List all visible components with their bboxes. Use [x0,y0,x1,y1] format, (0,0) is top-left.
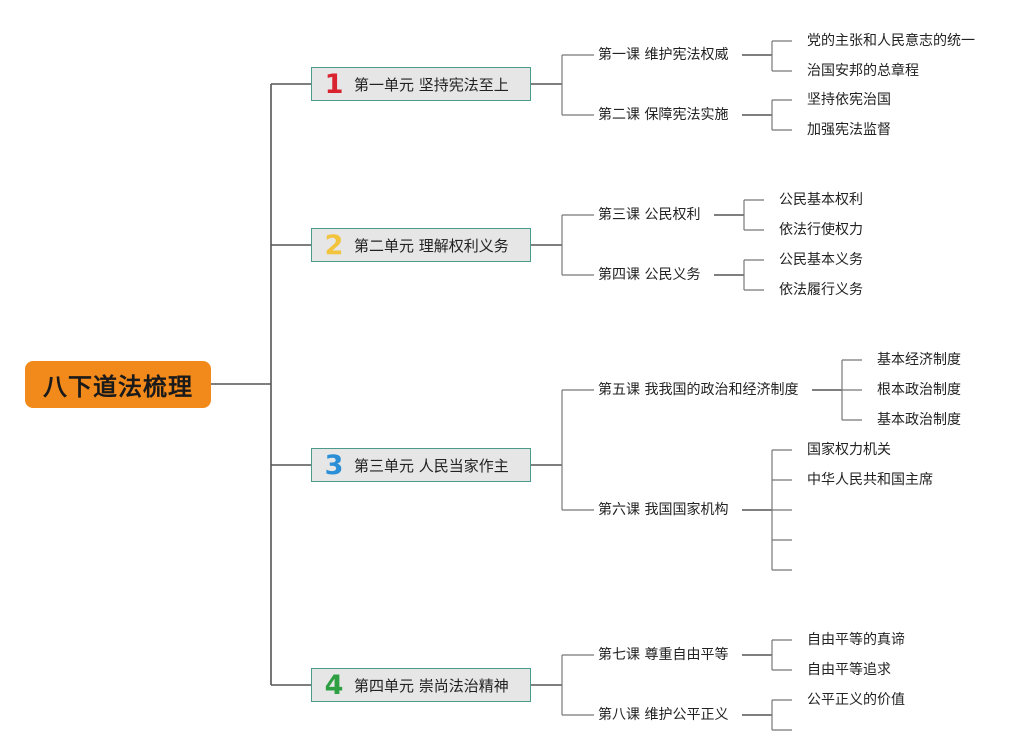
number-2-icon: 2 [324,229,344,261]
root-topic[interactable]: 八下道法梳理 [25,361,211,408]
lesson-7-node[interactable]: 第七课 尊重自由平等 [598,647,729,663]
point-node[interactable]: 依法履行义务 [779,282,863,298]
unit-2-node[interactable]: 2 第二单元 理解权利义务 [311,228,531,262]
point-node[interactable]: 依法行使权力 [779,222,863,238]
unit-1-label: 第一单元 坚持宪法至上 [354,75,509,94]
number-4-icon: 4 [324,669,344,701]
lesson-6-node[interactable]: 第六课 我国国家机构 [598,502,729,518]
point-node[interactable]: 自由平等的真谛 [807,632,905,648]
point-node[interactable]: 坚持依宪治国 [807,92,891,108]
point-node[interactable]: 基本经济制度 [877,352,961,368]
lesson-5-node[interactable]: 第五课 我我国的政治和经济制度 [598,382,799,398]
lesson-3-node[interactable]: 第三课 公民权利 [598,207,701,223]
point-node[interactable]: 自由平等追求 [807,662,891,678]
point-node[interactable]: 加强宪法监督 [807,122,891,138]
unit-4-label: 第四单元 崇尚法治精神 [354,676,509,695]
point-node[interactable]: 中华人民共和国主席 [807,472,933,488]
point-node[interactable]: 公平正义的价值 [807,692,905,708]
number-1-icon: 1 [324,68,344,100]
lesson-8-node[interactable]: 第八课 维护公平正义 [598,707,729,723]
unit-3-label: 第三单元 人民当家作主 [354,456,509,475]
point-node[interactable]: 国家权力机关 [807,442,891,458]
unit-2-label: 第二单元 理解权利义务 [354,236,509,255]
lesson-4-node[interactable]: 第四课 公民义务 [598,267,701,283]
unit-4-node[interactable]: 4 第四单元 崇尚法治精神 [311,668,531,702]
unit-3-node[interactable]: 3 第三单元 人民当家作主 [311,448,531,482]
unit-1-node[interactable]: 1 第一单元 坚持宪法至上 [311,67,531,101]
point-node[interactable]: 公民基本权利 [779,192,863,208]
point-node[interactable]: 公民基本义务 [779,252,863,268]
number-3-icon: 3 [324,449,344,481]
lesson-2-node[interactable]: 第二课 保障宪法实施 [598,107,729,123]
point-node[interactable]: 治国安邦的总章程 [807,63,919,79]
point-node[interactable]: 党的主张和人民意志的统一 [807,33,975,49]
lesson-1-node[interactable]: 第一课 维护宪法权威 [598,47,729,63]
point-node[interactable]: 基本政治制度 [877,412,961,428]
point-node[interactable]: 根本政治制度 [877,382,961,398]
